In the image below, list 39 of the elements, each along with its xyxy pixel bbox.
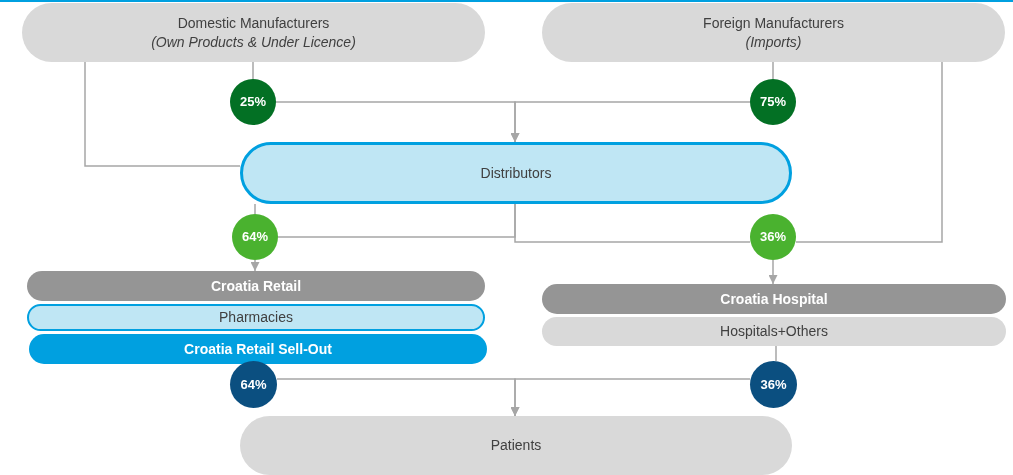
share-circle (230, 361, 277, 408)
node-label: Foreign Manufacturers (703, 13, 844, 33)
process-band (542, 317, 1006, 346)
connector-line (84, 61, 241, 167)
node-subtitle: (Own Products & Under Licence) (151, 32, 356, 52)
node-label: Croatia Hospital (720, 289, 828, 309)
node-label: 75% (760, 93, 786, 111)
node-label: 25% (240, 93, 266, 111)
connector-line (775, 345, 777, 362)
node-label: 64% (240, 375, 267, 394)
node-label: Pharmacies (219, 308, 293, 327)
connector-line (252, 61, 254, 80)
connector-line (254, 203, 256, 215)
share-circle (750, 214, 796, 260)
arrow (510, 378, 751, 417)
node-label: 36% (760, 375, 787, 394)
node-label: Domestic Manufacturers (177, 13, 330, 33)
node-label: Patients (490, 436, 542, 455)
process-band (27, 304, 485, 331)
process-band (29, 334, 487, 364)
arrow (510, 101, 751, 143)
connector-line (772, 61, 774, 80)
node-label: Hospitals+Others (720, 322, 828, 341)
process-band (542, 284, 1006, 314)
node-label: Croatia Retail Sell-Out (184, 339, 332, 359)
connector-line (514, 203, 751, 243)
arrow (250, 259, 260, 272)
process-band (27, 271, 485, 301)
connector-line (795, 61, 943, 243)
share-circle (232, 214, 278, 260)
node-label: Distributors (480, 163, 552, 183)
share-circle (230, 79, 276, 125)
node-label: 64% (242, 228, 268, 246)
share-circle (750, 361, 797, 408)
share-circle (750, 79, 796, 125)
arrow (768, 259, 778, 285)
node-label: 36% (760, 228, 786, 246)
node-subtitle: (Imports) (745, 32, 802, 52)
node-label: Croatia Retail (210, 276, 302, 296)
